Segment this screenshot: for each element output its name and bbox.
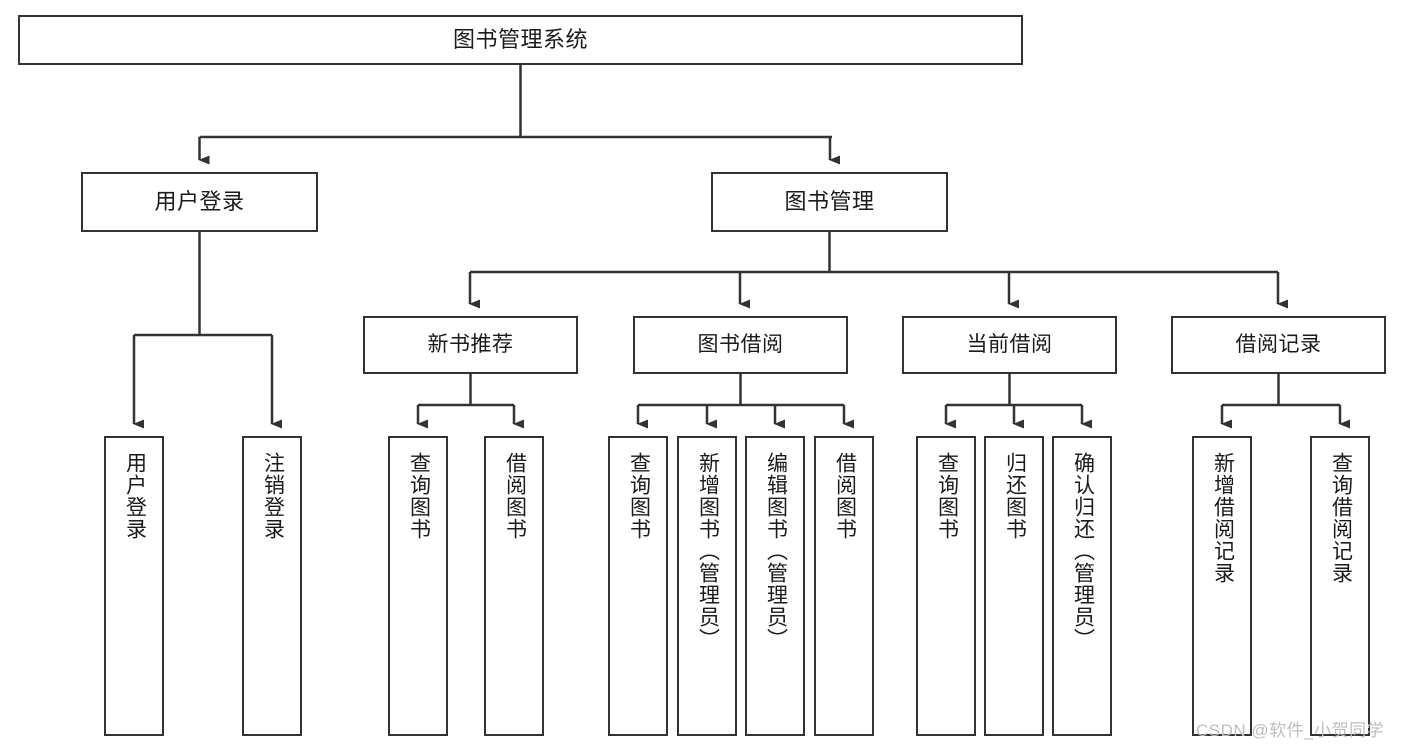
node-leaf-logout[interactable]: 注销登录 [242, 436, 302, 736]
node-book-borrow[interactable]: 图书借阅 [633, 316, 848, 374]
edge-book-management-to-level3 [468, 232, 1288, 309]
edge-current-borrow-to-leaves [944, 374, 1092, 429]
node-label: 新增图书（管理员） [696, 452, 720, 650]
node-label: 用户登录 [154, 189, 245, 215]
node-leaf-query-book-current[interactable]: 查询图书 [916, 436, 976, 736]
node-book-management-system[interactable]: 图书管理系统 [18, 15, 1023, 65]
node-leaf-query-book-recommend[interactable]: 查询图书 [388, 436, 448, 736]
node-label: 借阅记录 [1235, 332, 1322, 356]
node-leaf-return-book[interactable]: 归还图书 [984, 436, 1044, 736]
node-leaf-query-borrow-record[interactable]: 查询借阅记录 [1310, 436, 1370, 736]
node-label: 图书借阅 [697, 332, 784, 356]
node-label: 查询图书 [407, 452, 431, 540]
node-label: 查询图书 [935, 452, 959, 540]
node-label: 归还图书 [1003, 452, 1027, 540]
node-label: 查询借阅记录 [1329, 452, 1353, 584]
edge-new-book-recommend-to-leaves [416, 374, 524, 429]
node-leaf-edit-book-admin[interactable]: 编辑图书（管理员） [745, 436, 805, 736]
node-user-login[interactable]: 用户登录 [81, 172, 318, 232]
node-label: 图书管理系统 [452, 27, 588, 53]
node-label: 查询图书 [627, 452, 651, 540]
csdn-watermark: CSDN @软件_小贺同学 [1196, 721, 1385, 740]
node-label: 注销登录 [261, 452, 285, 540]
node-label: 用户登录 [123, 452, 147, 540]
edge-user-login-to-leaves [132, 232, 282, 429]
node-label: 新增借阅记录 [1211, 452, 1235, 584]
node-label: 新书推荐 [427, 332, 514, 356]
node-leaf-borrow-book-recommend[interactable]: 借阅图书 [484, 436, 544, 736]
edge-borrow-records-to-leaves [1220, 374, 1350, 429]
node-leaf-borrow-book[interactable]: 借阅图书 [814, 436, 874, 736]
node-leaf-confirm-return-admin[interactable]: 确认归还（管理员） [1052, 436, 1112, 736]
node-new-book-recommend[interactable]: 新书推荐 [363, 316, 578, 374]
node-label: 当前借阅 [966, 332, 1053, 356]
edge-root-to-level2 [198, 65, 840, 165]
node-leaf-add-book-admin[interactable]: 新增图书（管理员） [677, 436, 737, 736]
node-label: 借阅图书 [833, 452, 857, 540]
node-leaf-user-login[interactable]: 用户登录 [104, 436, 164, 736]
node-label: 确认归还（管理员） [1071, 452, 1095, 650]
node-current-borrow[interactable]: 当前借阅 [902, 316, 1117, 374]
node-borrow-records[interactable]: 借阅记录 [1171, 316, 1386, 374]
node-label: 编辑图书（管理员） [764, 452, 788, 650]
node-book-management[interactable]: 图书管理 [711, 172, 948, 232]
node-leaf-add-borrow-record[interactable]: 新增借阅记录 [1192, 436, 1252, 736]
node-label: 图书管理 [784, 189, 875, 215]
node-leaf-query-book-borrow[interactable]: 查询图书 [608, 436, 668, 736]
edge-book-borrow-to-leaves [636, 374, 854, 429]
node-label: 借阅图书 [503, 452, 527, 540]
